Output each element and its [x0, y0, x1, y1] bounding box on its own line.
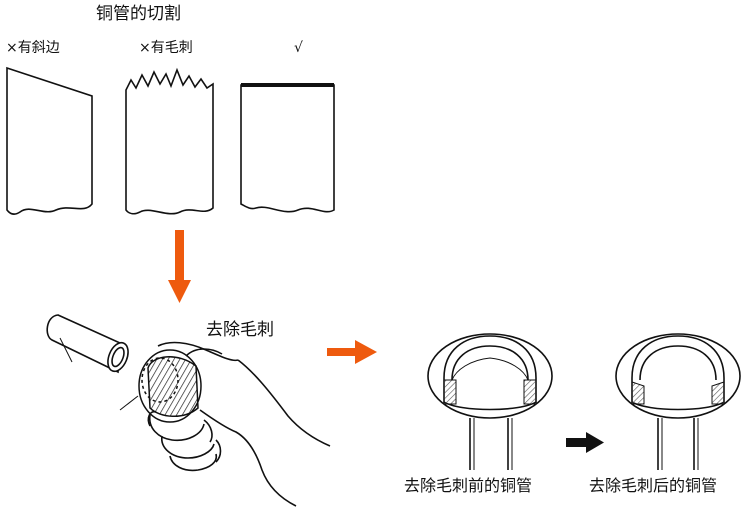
label-burr-cut: ×有毛刺 [139, 40, 193, 56]
deburring-tool-illustration [119, 349, 202, 423]
pipe-burr-cut [125, 67, 214, 215]
diagram-title: 铜管的切割 [96, 4, 181, 24]
arrow-right-small [566, 432, 604, 453]
label-slanted-cut: ×有斜边 [6, 40, 60, 56]
label-deburring: 去除毛刺 [206, 320, 274, 340]
tube-section-after [615, 333, 741, 470]
pipe-slanted-cut [6, 66, 93, 215]
label-before-deburring: 去除毛刺前的铜管 [404, 476, 533, 495]
arrow-right [327, 340, 377, 364]
pipe-correct-cut [240, 83, 335, 213]
label-after-deburring: 去除毛刺后的铜管 [589, 476, 718, 495]
arrow-down [168, 230, 191, 303]
copper-tube-illustration [46, 314, 129, 374]
hand-illustration [147, 341, 331, 507]
label-correct-cut: √ [294, 40, 303, 56]
tube-section-before [427, 333, 553, 470]
